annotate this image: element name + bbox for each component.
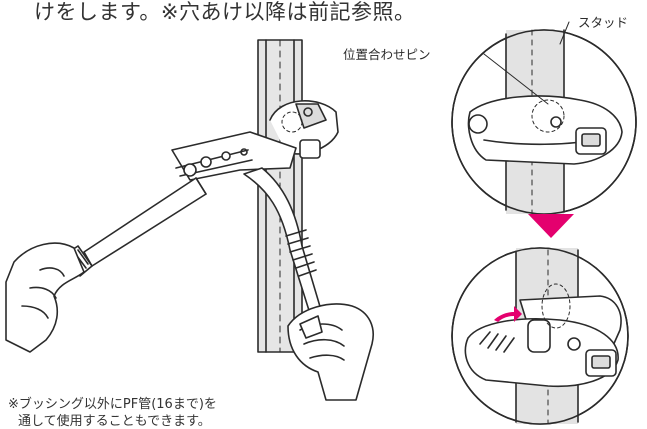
left-hand xyxy=(5,242,85,353)
down-arrow-icon xyxy=(528,214,574,238)
stud-label: スタッド xyxy=(578,15,629,30)
footnote-line-2: 通して使用することもできます。 xyxy=(18,414,211,429)
right-hand xyxy=(287,303,374,401)
tool-head xyxy=(269,100,339,159)
detail-circle-top xyxy=(451,21,637,215)
footnote: ※ブッシング以外にPF管(16まで)を 通して使用することもできます。 xyxy=(8,396,217,429)
instruction-text: けをします。※穴あけ以降は前記参照。 xyxy=(34,0,416,24)
detail-circle-bottom xyxy=(451,247,629,425)
push-arrow-icon xyxy=(494,306,522,322)
footnote-line-1: ※ブッシング以外にPF管(16まで)を xyxy=(8,397,217,412)
alignment-pin-label: 位置合わせピン xyxy=(343,47,431,62)
